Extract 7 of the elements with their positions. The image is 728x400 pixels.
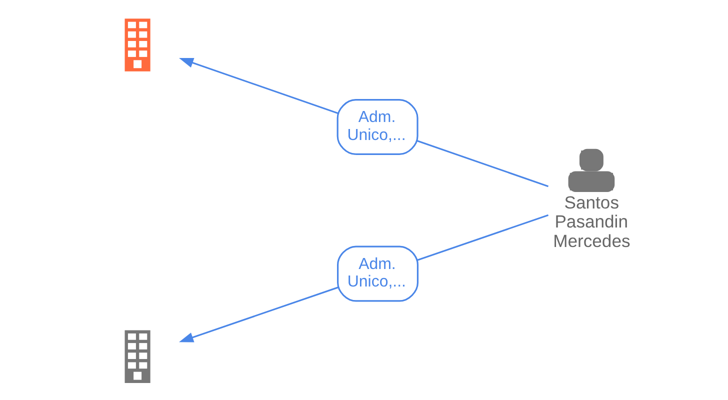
node-building	[124, 18, 150, 72]
node-building	[124, 330, 150, 383]
arrow	[178, 214, 548, 342]
node-label: Santos Pasandin Mercedes	[552, 192, 630, 251]
edge-label: Adm. Unico,...	[346, 256, 406, 291]
edge-label: Adm. Unico,...	[346, 109, 406, 144]
arrow	[178, 58, 548, 188]
